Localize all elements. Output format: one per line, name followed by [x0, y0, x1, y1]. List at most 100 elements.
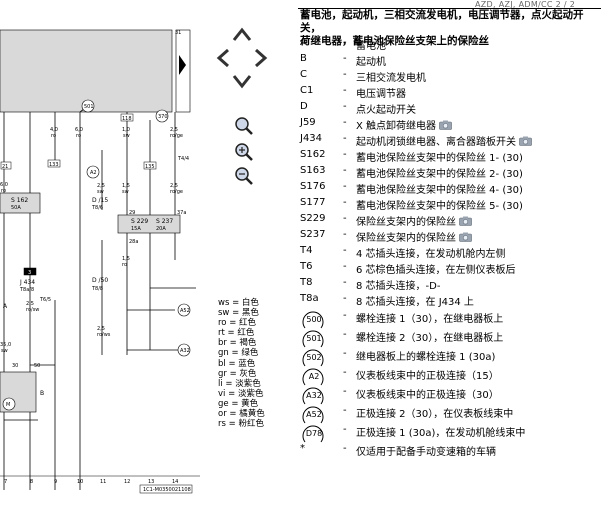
wiring-diagram-svg: 31 501 370 A2 A52 A32 S 162 50A S 229 15…: [0, 29, 200, 494]
plug-t4-label: T4/4: [177, 156, 189, 162]
legend-code: J434: [300, 133, 323, 144]
relay-panel: [0, 29, 173, 113]
wire-color-row: gn = 绿色: [218, 348, 259, 359]
pin-29: 29: [129, 210, 135, 216]
terminal-135-label: 135: [145, 164, 155, 170]
camera-icon[interactable]: [459, 216, 472, 226]
wire-label-2: 6,0: [75, 127, 83, 133]
wire-label-5: 2,5: [97, 183, 105, 189]
doc-reference: AZD, AZJ, ADM/CC 2 / 2: [475, 0, 576, 9]
col-number: 7: [4, 479, 7, 485]
terminal-135: [143, 161, 157, 170]
wire-color-row: ge = 黄色: [218, 398, 259, 409]
connector-code: D78: [305, 429, 323, 438]
connector-desc: 仪表板线束中的正极连接（15）: [356, 371, 499, 382]
page-arrow-icon[interactable]: [179, 55, 186, 75]
connector-desc: 正极连接 2（30），在仪表板线束中: [356, 409, 514, 420]
legend-desc: 保险丝支架内的保险丝: [356, 233, 456, 244]
connector-item: D78 -正极连接 1 (30a)，在发动机舱线束中: [300, 424, 600, 444]
legend-code: A: [300, 37, 307, 48]
connector-370-label: 370: [158, 114, 168, 120]
node-30: 30: [12, 363, 18, 369]
page-title-line: 荷继电器，蓄电池保险丝支架上的保险丝: [300, 35, 489, 47]
connector-item: 500 -螺栓连接 1（30），在继电器板上: [300, 310, 600, 330]
switch-t8-label: T8/6: [91, 205, 103, 211]
connector-circle-icon: [302, 425, 324, 443]
wire-color-row: li = 淡紫色: [218, 378, 261, 389]
motor-symbol: [2, 397, 16, 411]
connector-circle-icon: [302, 330, 324, 348]
connector-a32: [177, 343, 191, 357]
legend-code: S162: [300, 149, 326, 160]
legend-item: D- 点火起动开关: [300, 101, 416, 116]
connector-circle-icon: [302, 368, 324, 386]
wire-color-legend: ws = 白色 sw = 黑色 ro = 红色 rt = 红色 br = 褐色 …: [218, 298, 288, 429]
connector-501-label: 501: [84, 104, 94, 110]
fuse-s237-amp: 20A: [156, 226, 166, 232]
wire-label-10: 35,0: [0, 342, 11, 348]
nav-right-icon[interactable]: [255, 48, 268, 68]
relay-t8a-label: T8a/8: [19, 287, 34, 293]
legend-item: T6- 6 芯棕色插头连接，在左侧仪表板后: [300, 261, 516, 276]
wire-color-2: ro: [76, 133, 81, 139]
connector-circle-icon: [302, 406, 324, 424]
wire-label-3: 1,0: [122, 127, 130, 133]
legend-code: J59: [300, 117, 316, 128]
legend-code: S163: [300, 165, 326, 176]
nav-controls: [212, 20, 282, 190]
magnifier-icon[interactable]: [235, 117, 253, 135]
pin-28a: 28a: [129, 239, 138, 245]
legend-code: T8: [300, 277, 313, 288]
legend-desc: 蓄电池保险丝支架中的保险丝 1- (30): [356, 153, 523, 164]
zoom-out-icon[interactable]: [235, 167, 253, 185]
legend-desc: 起动机: [356, 57, 386, 68]
legend-item: T8- 8 芯插头连接，-D-: [300, 277, 441, 292]
connector-circle-icon: [302, 311, 324, 329]
legend-item: S163- 蓄电池保险丝支架中的保险丝 2- (30): [300, 165, 523, 180]
camera-icon[interactable]: [519, 136, 532, 146]
wire-color-4: ro/ge: [170, 133, 183, 139]
motor-label: M: [6, 402, 10, 408]
wire-label-8: 2,5: [97, 326, 105, 332]
wire-label-4: 2,5: [170, 127, 178, 133]
camera-icon[interactable]: [459, 232, 472, 242]
legend-item: C- 三相交流发电机: [300, 69, 426, 84]
switch-d50-label: D /50: [92, 277, 108, 284]
wire-color-12: ro: [1, 188, 6, 194]
legend-item: J59- X 触点卸荷继电器: [300, 117, 600, 133]
camera-icon[interactable]: [439, 120, 452, 130]
node-50: 50: [34, 363, 40, 369]
wire-color-row: gr = 灰色: [218, 368, 257, 379]
legend-code: S176: [300, 181, 326, 192]
connector-item: A32 -仪表板线束中的正极连接（30）: [300, 386, 600, 406]
wire-label-12: 6,0: [0, 182, 8, 188]
col-number: 9: [54, 479, 57, 485]
connector-code: A32: [306, 391, 322, 400]
nav-controls-svg: [216, 27, 268, 185]
footnote-mark: *: [300, 443, 305, 454]
terminal-21-label: 21: [2, 164, 8, 170]
connector-a52-label: A52: [180, 308, 190, 314]
nav-up-icon[interactable]: [232, 27, 252, 41]
footnote-desc: 仅适用于配备手动变速箱的车辆: [356, 447, 496, 458]
terminal-21: [0, 161, 12, 170]
zoom-in-icon[interactable]: [235, 143, 253, 161]
legend-code: S177: [300, 197, 326, 208]
nav-down-icon[interactable]: [232, 75, 252, 89]
fuse-s237-label: S 237: [156, 218, 173, 225]
connector-desc: 正极连接 1 (30a)，在发动机舱线束中: [356, 428, 526, 439]
page-title-line: 蓄电池，起动机，三相交流发电机，电压调节器，点火起动开关，: [300, 9, 584, 34]
legend-code: T6: [300, 261, 313, 272]
fuse-s229-amp: 15A: [131, 226, 141, 232]
nav-left-icon[interactable]: [216, 48, 229, 68]
fuse-s162: [0, 192, 41, 214]
page-arrow-box[interactable]: [175, 29, 191, 113]
col-number: 12: [124, 479, 130, 485]
connector-circle-icon: [302, 349, 324, 367]
pin-37a: 37a: [177, 210, 186, 216]
relay-j434-label: J 434: [19, 279, 35, 286]
wire-label-11: 2,5: [26, 301, 34, 307]
plug-t6-label: T6/5: [39, 297, 51, 303]
legend-code: S229: [300, 213, 326, 224]
connector-item: 501 -螺栓连接 2（30），在继电器板上: [300, 329, 600, 349]
